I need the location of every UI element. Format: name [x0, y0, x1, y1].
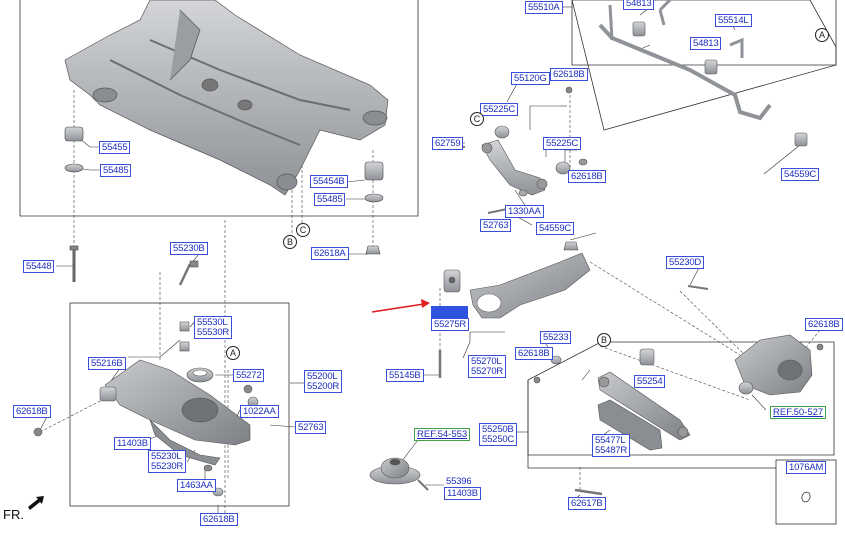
reference-54-553[interactable]: REF.54-553	[414, 428, 471, 441]
label-55530L: 55530L	[197, 317, 228, 328]
label-55254[interactable]: 55254	[634, 375, 666, 388]
label-52763[interactable]: 52763	[295, 421, 327, 434]
lateral-links	[574, 348, 691, 496]
label-55200L: 55200L	[307, 371, 338, 382]
label-55485[interactable]: 55485	[314, 193, 346, 206]
callout-c: C	[470, 112, 484, 126]
label-62617B[interactable]: 62617B	[568, 497, 606, 510]
label-1076AM[interactable]: 1076AM	[786, 461, 827, 474]
callout-b: B	[597, 333, 611, 347]
front-arrow-icon	[28, 496, 44, 510]
frame-lines	[19, 0, 837, 525]
rear-subframe	[64, 0, 389, 196]
label-55230D[interactable]: 55230D	[666, 256, 705, 269]
label-54813[interactable]: 54813	[690, 37, 722, 50]
stabilizer-bar	[598, 0, 808, 147]
label-55233[interactable]: 55233	[540, 331, 572, 344]
label-62618B[interactable]: 62618B	[568, 170, 606, 183]
callout-a: A	[226, 346, 240, 360]
shock-mount	[369, 457, 429, 491]
label-55230L: 55230L	[151, 451, 182, 462]
lower-control-arm	[33, 260, 259, 497]
pointer-arrow	[371, 299, 430, 313]
label-55270R: 55270R	[471, 365, 504, 377]
label-54559C[interactable]: 54559C	[781, 168, 820, 181]
label-55487R: 55487R	[595, 444, 628, 456]
label-54559C[interactable]: 54559C	[536, 222, 575, 235]
label-62618B[interactable]: 62618B	[805, 318, 843, 331]
callout-b: B	[283, 235, 297, 249]
rear-knuckle	[734, 334, 824, 396]
label-55530R: 55530R	[197, 326, 230, 338]
label-62618A[interactable]: 62618A	[311, 247, 349, 260]
label-55272[interactable]: 55272	[233, 369, 265, 382]
label-55250B: 55250B	[482, 424, 514, 435]
label-55120G[interactable]: 55120G	[511, 72, 550, 85]
label-55275R[interactable]: 55275R	[431, 318, 470, 331]
label-1022AA[interactable]: 1022AA	[240, 405, 279, 418]
label-1463AA[interactable]: 1463AA	[177, 479, 216, 492]
label-11403B[interactable]: 11403B	[444, 487, 481, 500]
label-62618B[interactable]: 62618B	[200, 513, 238, 526]
label-11403B[interactable]: 11403B	[114, 437, 151, 450]
plug-part	[801, 491, 811, 503]
bushing-parts	[64, 126, 384, 282]
label-55455[interactable]: 55455	[99, 141, 131, 154]
label-55225C[interactable]: 55225C	[480, 103, 519, 116]
label-52763[interactable]: 52763	[480, 219, 512, 232]
label-55514L[interactable]: 55514L	[715, 14, 752, 27]
label-62618B[interactable]: 62618B	[13, 405, 51, 418]
label-55396[interactable]: 55396	[444, 476, 474, 487]
label-55200R: 55200R	[307, 380, 340, 392]
label-55477L: 55477L	[595, 435, 626, 446]
label-54813[interactable]: 54813	[623, 0, 655, 10]
label-55448[interactable]: 55448	[23, 260, 55, 273]
callout-c: C	[296, 223, 310, 237]
label-62759[interactable]: 62759	[432, 137, 464, 150]
upper-arm	[443, 86, 588, 251]
label-55485[interactable]: 55485	[100, 164, 132, 177]
label-55225C[interactable]: 55225C	[543, 137, 582, 150]
label-1330AA[interactable]: 1330AA	[505, 205, 544, 218]
label-55145B[interactable]: 55145B	[386, 369, 424, 382]
label-55270L: 55270L	[471, 356, 502, 367]
label-62618B[interactable]: 62618B	[515, 347, 553, 360]
label-55216B[interactable]: 55216B	[88, 357, 126, 370]
label-55230B[interactable]: 55230B	[170, 242, 208, 255]
label-55230R: 55230R	[151, 460, 184, 472]
label-55510A[interactable]: 55510A	[525, 1, 563, 14]
front-direction-label: FR.	[3, 507, 24, 522]
label-62618B[interactable]: 62618B	[550, 68, 588, 81]
callout-a: A	[815, 28, 829, 42]
label-55250C: 55250C	[482, 433, 515, 445]
label-55454B[interactable]: 55454B	[310, 175, 348, 188]
trailing-link	[438, 252, 709, 384]
reference-50-527[interactable]: REF.50-527	[770, 406, 827, 419]
